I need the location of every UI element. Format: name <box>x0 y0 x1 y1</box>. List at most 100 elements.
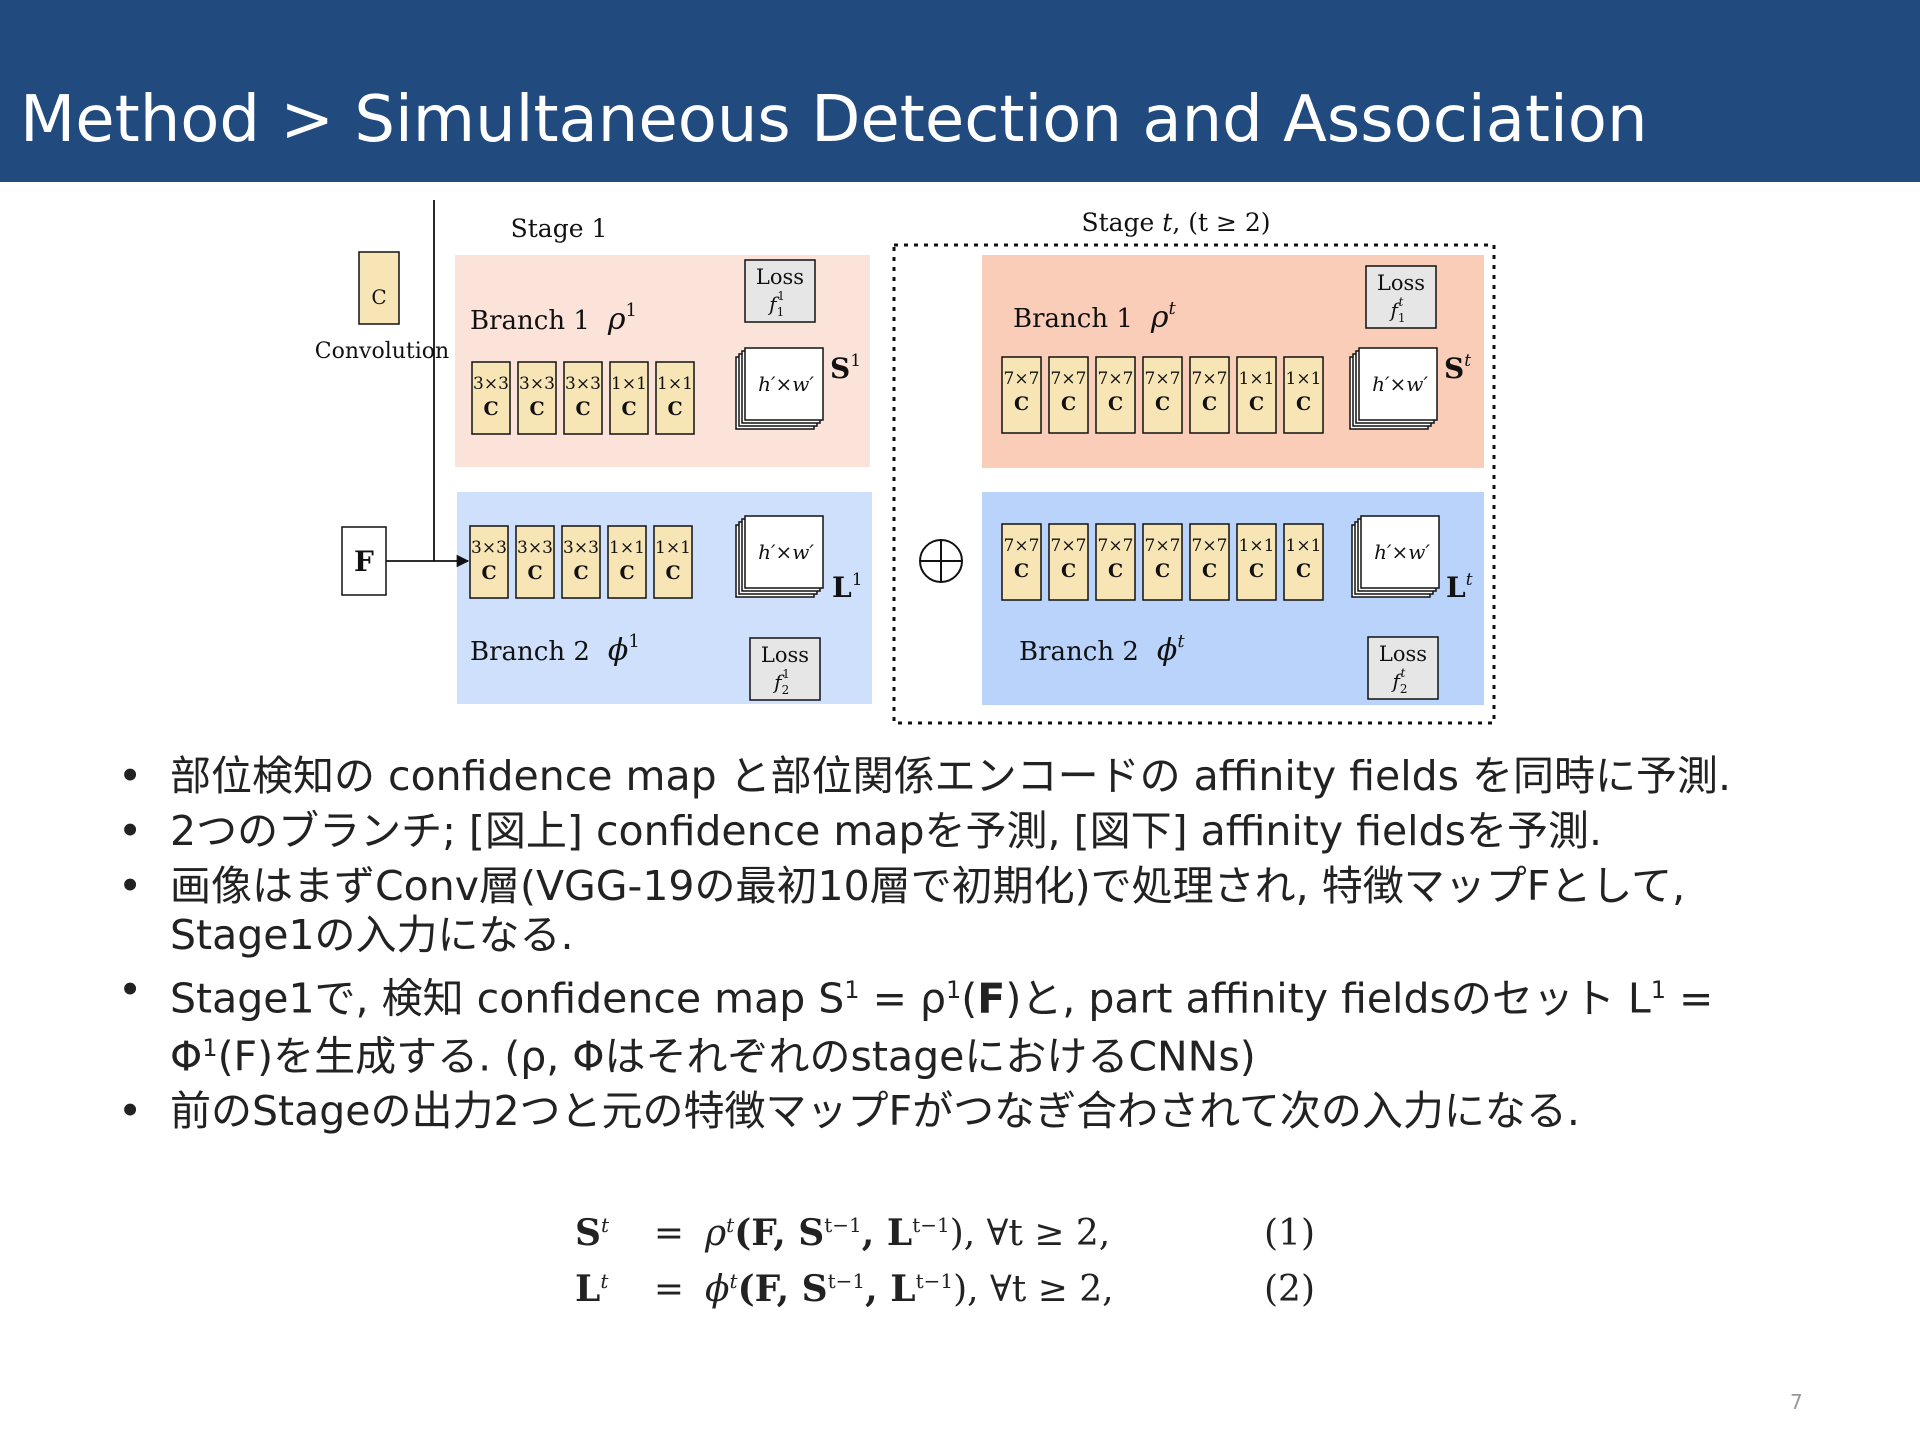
svg-text:h′×w′: h′×w′ <box>1372 372 1428 396</box>
conv-block: 7×7C <box>1048 356 1089 434</box>
bullet-dot: • <box>118 862 143 910</box>
staget-title: Stage t, (t ≥ 2) <box>1081 208 1270 237</box>
bullet-item: •前のStageの出力2つと元の特徴マップFがつなぎ合わされて次の入力になる. <box>118 1087 1580 1136</box>
svg-text:Loss: Loss <box>761 643 809 667</box>
conv-letter: C <box>1155 393 1170 415</box>
conv-size-label: 7×7 <box>1192 536 1228 556</box>
conv-letter: C <box>575 398 590 420</box>
conv-size-label: 3×3 <box>565 374 601 394</box>
title-bar: Method > Simultaneous Detection and Asso… <box>0 0 1920 182</box>
bullet-dot: • <box>118 807 143 855</box>
conv-size-label: 7×7 <box>1051 369 1087 389</box>
svg-text:h′×w′: h′×w′ <box>1374 540 1430 564</box>
conv-size-label: 3×3 <box>473 374 509 394</box>
stage1-branch2-output-map: h′×w′ <box>735 515 824 598</box>
conv-size-label: 3×3 <box>471 538 507 558</box>
conv-letter: C <box>1202 560 1217 582</box>
conv-block: 1×1C <box>1283 356 1324 434</box>
staget-loss2-box: Loss f2t <box>1367 636 1439 700</box>
conv-block: 7×7C <box>1142 523 1183 601</box>
staget-branch2-convs: 7×7C7×7C7×7C7×7C7×7C1×1C1×1C <box>1001 523 1324 601</box>
conv-block: 3×3C <box>471 361 511 435</box>
conv-block: 7×7C <box>1095 356 1136 434</box>
stage1-title: Stage 1 <box>511 214 608 243</box>
svg-text:f2t: f2t <box>1390 666 1407 696</box>
staget-loss1-box: Loss f1t <box>1365 265 1437 329</box>
bullet-item: •2つのブランチ; [図上] confidence mapを予測, [図下] a… <box>118 807 1602 855</box>
bullet-item: •部位検知の confidence map と部位関係エンコードの affini… <box>118 752 1732 800</box>
conv-block: 7×7C <box>1001 356 1042 434</box>
legend-conv-letter: C <box>371 285 386 309</box>
svg-text:Loss: Loss <box>756 265 804 289</box>
equation-2: Lt = ϕt(F, St−1, Lt−1), ∀t ≥ 2, (2) <box>575 1268 1315 1310</box>
input-f-label: F <box>354 545 374 578</box>
bullet-dot: • <box>118 1087 143 1136</box>
conv-block: 3×3C <box>515 525 555 599</box>
conv-block: 3×3C <box>517 361 557 435</box>
network-diagram: Stage 1 Stage t, (t ≥ 2) C Convolution F… <box>315 200 1496 725</box>
conv-letter: C <box>1061 560 1076 582</box>
conv-block: 1×1C <box>609 361 649 435</box>
slide-title: Method > Simultaneous Detection and Asso… <box>20 83 1648 157</box>
staget-output-l: Lt <box>1446 570 1473 604</box>
conv-letter: C <box>1108 560 1123 582</box>
svg-text:h′×w′: h′×w′ <box>758 372 814 396</box>
conv-size-label: 1×1 <box>609 538 645 558</box>
conv-letter: C <box>667 398 682 420</box>
staget-branch1-convs: 7×7C7×7C7×7C7×7C7×7C1×1C1×1C <box>1001 356 1324 434</box>
conv-letter: C <box>1014 393 1029 415</box>
conv-block: 3×3C <box>561 525 601 599</box>
equation-1: St = ρt(F, St−1, Lt−1), ∀t ≥ 2, (1) <box>575 1212 1315 1254</box>
conv-letter: C <box>1108 393 1123 415</box>
conv-letter: C <box>573 562 588 584</box>
bullet-dot: • <box>118 752 143 800</box>
svg-text:Loss: Loss <box>1379 642 1427 666</box>
conv-letter: C <box>619 562 634 584</box>
conv-block: 7×7C <box>1142 356 1183 434</box>
connection-arrows <box>386 200 470 568</box>
conv-block: 7×7C <box>1189 356 1230 434</box>
conv-letter: C <box>1155 560 1170 582</box>
stage1-branch2-convs: 3×3C3×3C3×3C1×1C1×1C <box>469 525 693 599</box>
conv-block: 3×3C <box>469 525 509 599</box>
stage1-output-s: S1 <box>830 351 861 385</box>
conv-block: 3×3C <box>563 361 603 435</box>
svg-text:h′×w′: h′×w′ <box>758 540 814 564</box>
conv-letter: C <box>1249 560 1264 582</box>
conv-size-label: 7×7 <box>1098 369 1134 389</box>
conv-block: 1×1C <box>1236 356 1277 434</box>
legend-conv-label: Convolution <box>315 339 449 364</box>
conv-block: 1×1C <box>1283 523 1324 601</box>
conv-letter: C <box>529 398 544 420</box>
conv-block: 1×1C <box>653 525 693 599</box>
conv-letter: C <box>483 398 498 420</box>
page-number: 7 <box>1790 1390 1803 1414</box>
conv-letter: C <box>1014 560 1029 582</box>
stage1-loss1-box: Loss f11 <box>744 259 816 323</box>
conv-block: 7×7C <box>1189 523 1230 601</box>
bullet-item: •画像はまずConv層(VGG-19の最初10層で初期化)で処理され, 特徴マッ… <box>118 862 1686 959</box>
conv-size-label: 7×7 <box>1004 536 1040 556</box>
conv-size-label: 3×3 <box>563 538 599 558</box>
conv-letter: C <box>621 398 636 420</box>
svg-text:Loss: Loss <box>1377 271 1425 295</box>
concat-node <box>919 539 963 583</box>
staget-output-s: St <box>1444 351 1471 385</box>
conv-block: 1×1C <box>607 525 647 599</box>
stage1-branch1-output-map: h′×w′ <box>735 347 824 430</box>
legend-conv-block <box>358 251 400 325</box>
conv-letter: C <box>1249 393 1264 415</box>
conv-letter: C <box>665 562 680 584</box>
svg-text:f1t: f1t <box>1388 295 1405 325</box>
conv-size-label: 7×7 <box>1004 369 1040 389</box>
conv-size-label: 7×7 <box>1145 536 1181 556</box>
conv-size-label: 1×1 <box>1286 369 1322 389</box>
svg-text:f11: f11 <box>767 289 785 319</box>
conv-size-label: 1×1 <box>657 374 693 394</box>
conv-size-label: 1×1 <box>611 374 647 394</box>
conv-size-label: 3×3 <box>517 538 553 558</box>
conv-letter: C <box>1296 393 1311 415</box>
conv-size-label: 1×1 <box>1286 536 1322 556</box>
